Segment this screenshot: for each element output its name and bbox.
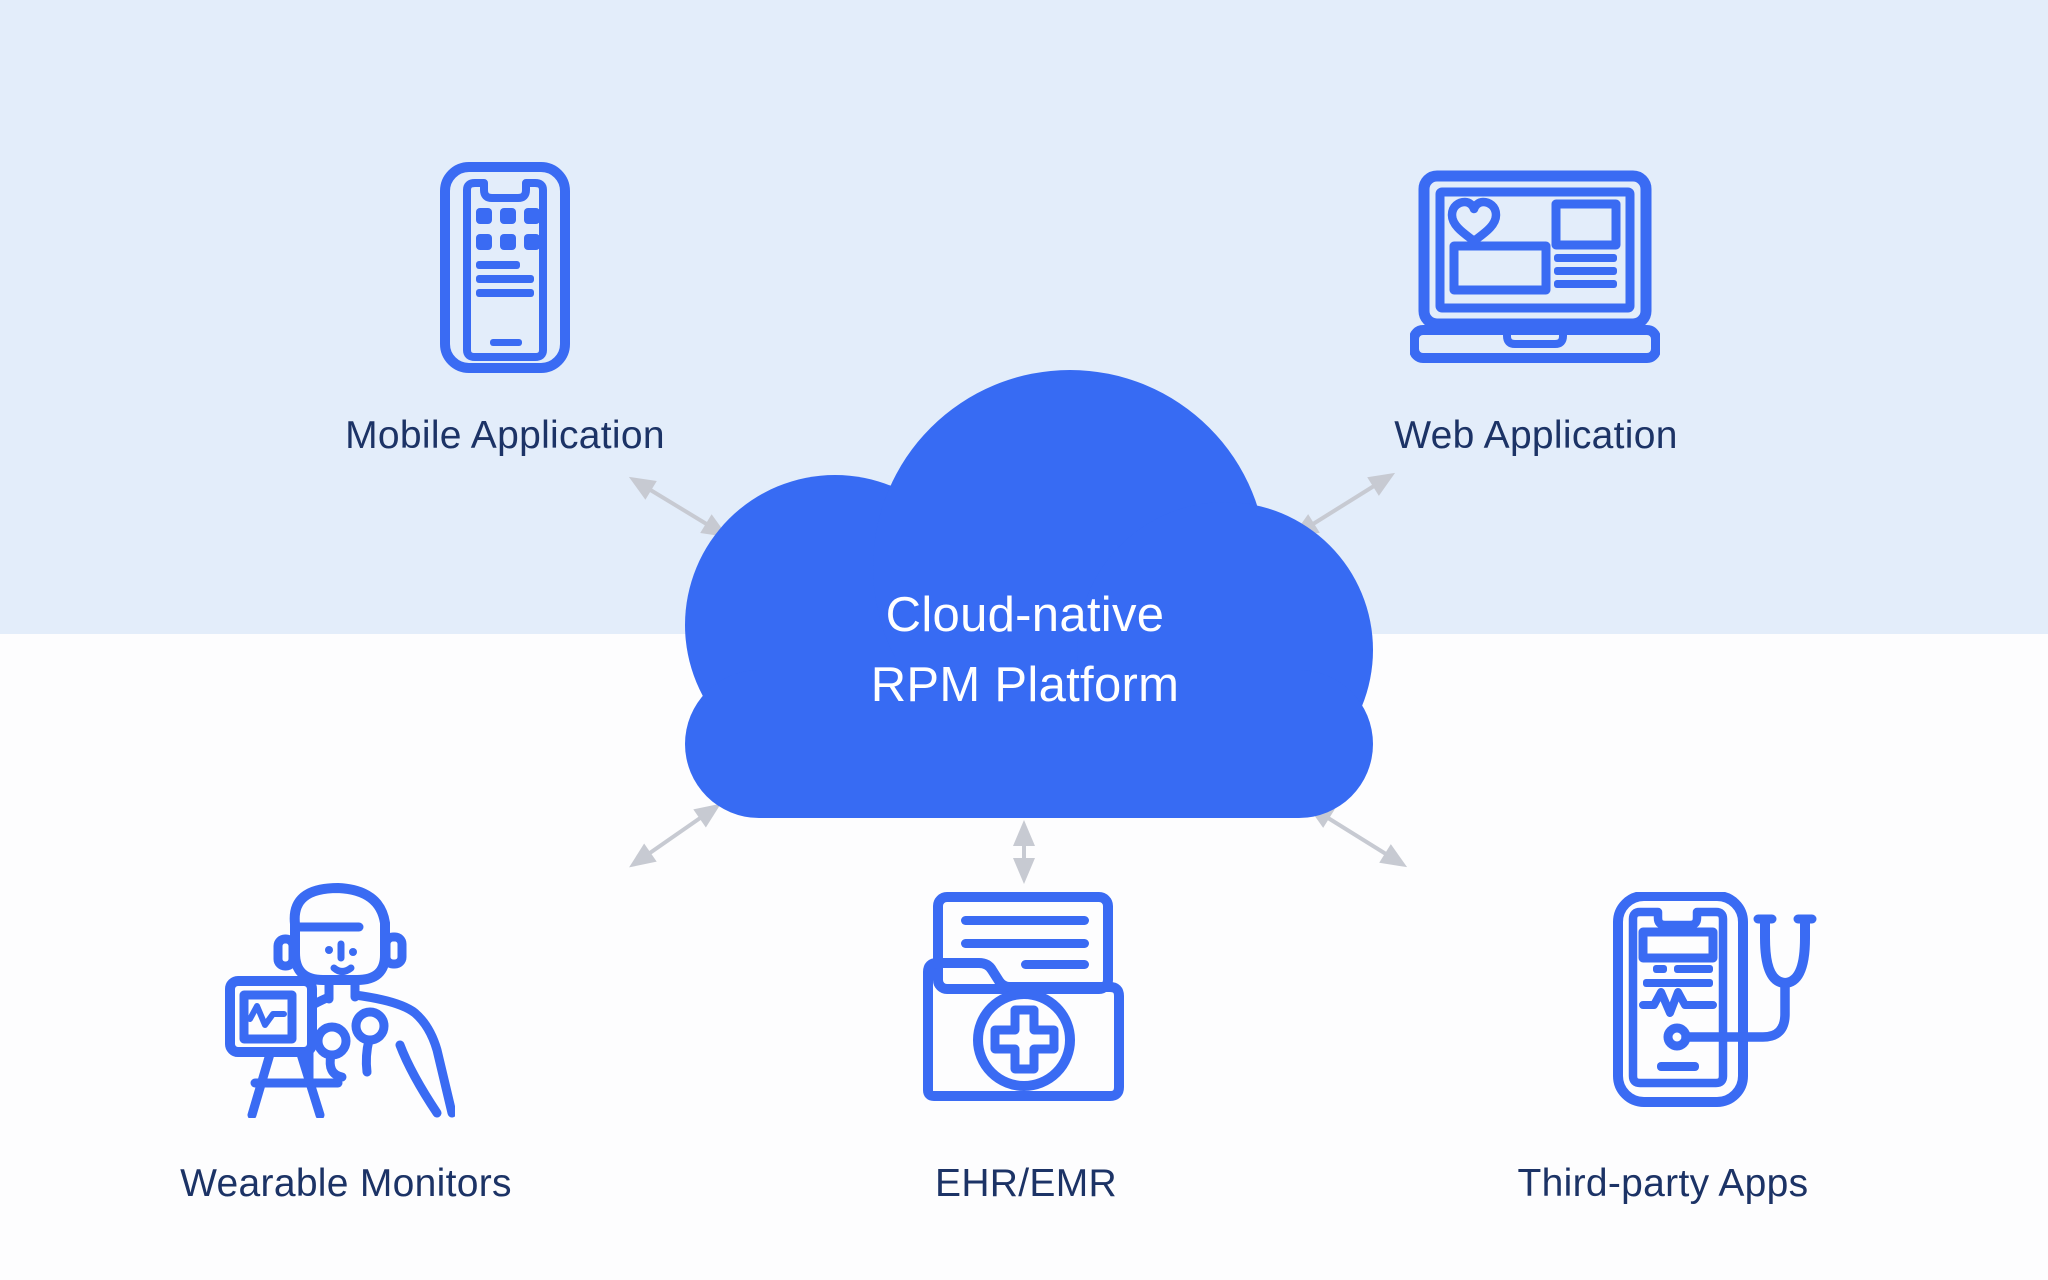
cloud-shape: [685, 370, 1373, 818]
medical-records-folder-icon: [923, 892, 1124, 1101]
cloud-platform-label: Cloud-native RPM Platform: [770, 580, 1280, 720]
node-label-third-party-apps: Third-party Apps: [1517, 1162, 1809, 1205]
node-ehr-emr: [918, 892, 1128, 1104]
node-third-party-apps: [1613, 892, 1823, 1107]
laptop-icon: [1410, 170, 1660, 363]
node-label-mobile-application: Mobile Application: [345, 414, 665, 457]
node-mobile-application: [440, 162, 570, 373]
cloud-label-line1: Cloud-native: [885, 588, 1165, 642]
node-wearable-monitors: [225, 878, 455, 1118]
arrow-cloud-wearable-monitors: [629, 803, 721, 868]
smartphone-icon: [440, 162, 570, 373]
arrow-cloud-web-application: [1291, 472, 1396, 538]
patient-with-monitor-icon: [225, 883, 455, 1118]
cloud-label-line2: RPM Platform: [870, 658, 1180, 712]
node-web-application: [1410, 170, 1660, 365]
smartphone-stethoscope-icon: [1613, 892, 1817, 1107]
node-label-web-application: Web Application: [1394, 414, 1678, 457]
arrow-cloud-third-party-apps: [1306, 804, 1408, 868]
arrow-cloud-mobile-application: [628, 476, 729, 538]
node-label-ehr-emr: EHR/EMR: [935, 1162, 1117, 1205]
node-label-wearable-monitors: Wearable Monitors: [180, 1162, 512, 1205]
